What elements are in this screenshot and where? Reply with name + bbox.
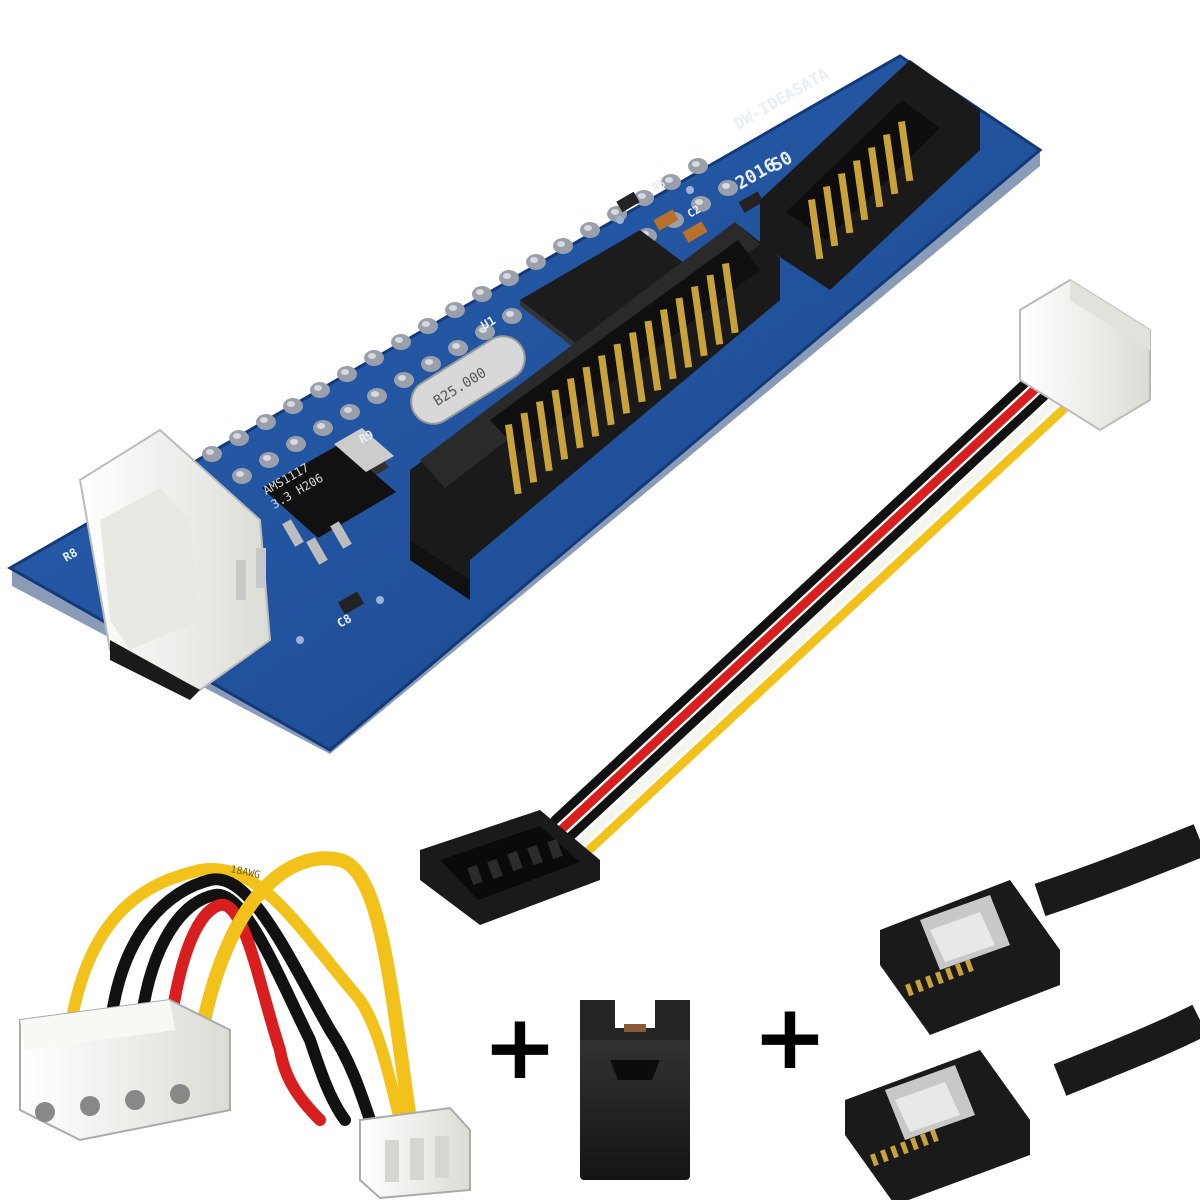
sata-gold-contact [536, 401, 553, 472]
sata-combo-port [410, 222, 780, 600]
sata-gold-contact [505, 424, 522, 495]
sata-gold-contact [691, 286, 708, 357]
sata-gold-contact [629, 332, 646, 403]
ide-pin-highlight [260, 417, 268, 423]
svg-text:R9: R9 [357, 427, 377, 446]
ide-pin-highlight [503, 273, 511, 279]
molex-male-connector [19, 998, 231, 1142]
ide-pin-highlight [371, 391, 379, 397]
ide-pin-header [175, 158, 738, 500]
ide-pin-highlight [233, 433, 241, 439]
ide-pin-highlight [722, 183, 730, 189]
sata-gold-contact [868, 147, 884, 208]
ide-pin-highlight [692, 161, 700, 167]
svg-text:R5: R5 [650, 177, 668, 195]
floppy-power-connector [359, 1106, 471, 1200]
sata-gold-contact [706, 274, 724, 345]
plus-sign-2: + [752, 985, 827, 1090]
ide-pin-highlight [557, 241, 565, 247]
ide-pin-highlight [449, 305, 457, 311]
ide-pin-highlight [314, 385, 322, 391]
ide-pin-highlight [452, 343, 460, 349]
sata-cable-pin [924, 975, 934, 989]
ide-pin-highlight [638, 193, 646, 199]
ide-pin-highlight [344, 407, 352, 413]
sata-cable-pin [915, 979, 924, 993]
ide-pin-highlight [287, 401, 295, 407]
sata-data-port [760, 60, 980, 290]
svg-text:R8: R8 [61, 545, 81, 564]
sata-power-plug [420, 810, 600, 925]
sata-gold-contact [853, 160, 869, 221]
sata-gold-contact [551, 389, 569, 460]
sata-data-cable-bottom [845, 1004, 1200, 1204]
ide-pin-highlight [695, 199, 703, 205]
sata-cable-pin [964, 959, 974, 973]
sata-cable-pin [889, 1145, 899, 1159]
sata-gold-contact [823, 186, 839, 247]
ide-pin-highlight [422, 321, 430, 327]
sata-cable-pin [944, 967, 954, 981]
sata-cable-pin [869, 1153, 879, 1167]
ide-pin-highlight [290, 439, 298, 445]
svg-text:C2: C2 [685, 203, 703, 221]
molex-to-floppy-power-cable: 18AWG [19, 851, 471, 1200]
ide-pin-highlight [236, 471, 244, 477]
sata-gold-contact [838, 173, 854, 234]
sata-cable-pin [955, 963, 964, 977]
ide-pin-highlight [206, 449, 214, 455]
sata-cable-pin [919, 1133, 929, 1147]
sata-data-cable-top [880, 824, 1200, 1035]
ide-pin-highlight [395, 337, 403, 343]
ide-pin-highlight [317, 423, 325, 429]
ide-pin-highlight [479, 327, 487, 333]
sata-cable-pin [930, 1129, 939, 1143]
sata-gold-contact [582, 366, 600, 437]
ide-pin-highlight [506, 311, 514, 317]
sata-gold-contact [660, 309, 677, 380]
sata-to-molex-power-cable [420, 278, 1151, 925]
board-floppy-power-header [78, 428, 272, 700]
sata-cable-pin [905, 983, 914, 997]
ide-pin-highlight [665, 177, 673, 183]
sata-cable-pin [880, 1149, 889, 1163]
jumper-cap [580, 1000, 690, 1180]
ide-pin-highlight [476, 289, 484, 295]
svg-text:C8: C8 [335, 611, 355, 630]
sata-cable-pin [910, 1137, 919, 1151]
ide-pin-highlight [341, 369, 349, 375]
sata-cable-pin [900, 1141, 909, 1155]
sata-gold-contact [808, 199, 824, 260]
sata-gold-contact [883, 134, 899, 195]
sata-gold-contact [721, 263, 739, 334]
ide-pin-highlight [584, 225, 592, 231]
sata-gold-contact [675, 297, 693, 368]
ide-pin-highlight [530, 257, 538, 263]
sata-cable-pin [935, 971, 944, 985]
ide-sata-adapter-board: B25.000 AMS1117 3.3 H206 DW-IDEASATA S0 … [6, 54, 1043, 754]
sata-gold-contact [613, 343, 631, 414]
svg-text:U1: U1 [479, 313, 499, 332]
ide-pin-highlight [611, 209, 619, 215]
sata-gold-contact [898, 121, 914, 182]
sata-gold-contact [597, 355, 615, 426]
voltage-regulator: AMS1117 3.3 H206 [261, 428, 396, 565]
ide-pin-highlight [263, 455, 271, 461]
sata-gold-contact [644, 320, 662, 391]
plus-sign-1: + [482, 995, 557, 1100]
molex-female-connector [1019, 278, 1151, 432]
sata-gold-contact [520, 412, 538, 483]
ide-pin-highlight [425, 359, 433, 365]
ide-pin-highlight [368, 353, 376, 359]
ide-pin-highlight [398, 375, 406, 381]
sata-gold-contact [566, 378, 584, 449]
